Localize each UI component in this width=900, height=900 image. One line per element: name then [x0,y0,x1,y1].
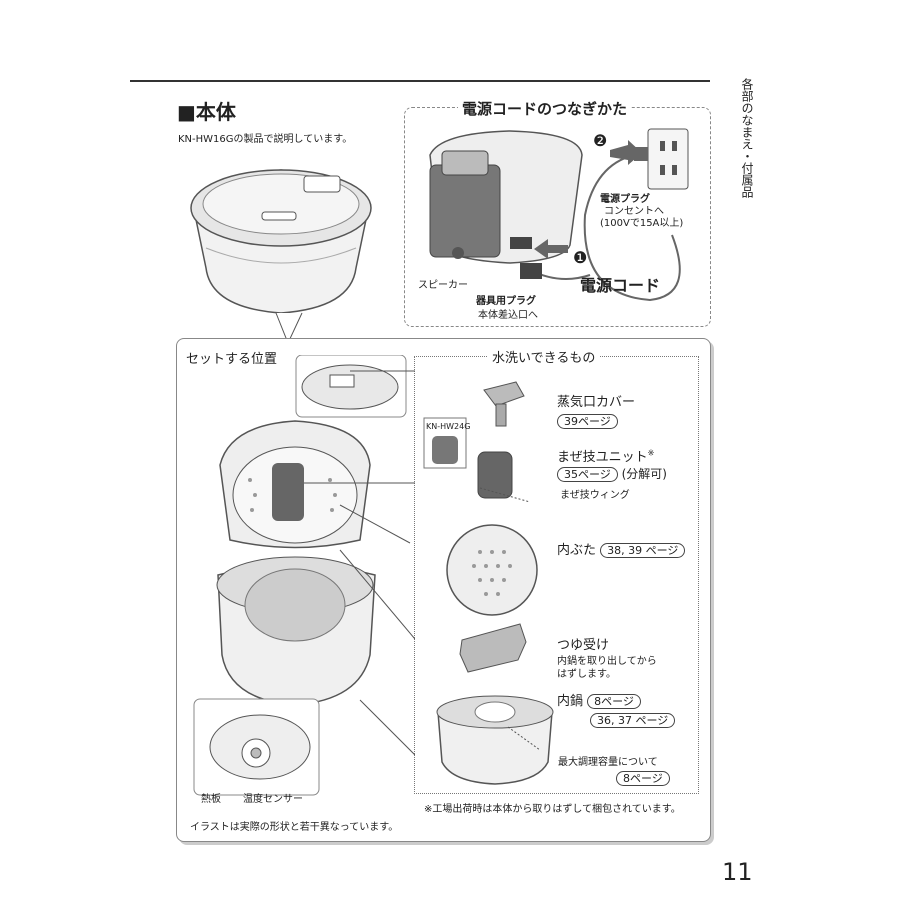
mixing-wing-label: まぜ技ウィング [560,490,630,501]
max-capacity-label: 最大調理容量について [558,757,658,768]
drip-tray-note-1: 内鍋を取り出してから [557,656,657,667]
temp-sensor-label: 温度センサー [243,794,303,805]
section-subtitle: KN-HW16Gの製品で説明しています。 [178,134,353,145]
drip-tray-note-2: はずします。 [557,669,616,680]
inner-pot-label: 内鍋 8ページ [557,690,641,709]
step-1-mark: ❶ [573,248,588,267]
header-rule [130,80,710,82]
speaker-label: スピーカー [418,280,468,291]
mixing-unit-page: 35ページ (分解可) [557,465,667,482]
inner-pot-page-2: 36, 37 ページ [590,709,676,728]
set-position-title: セットする位置 [186,352,278,367]
factory-footnote: ※工場出荷時は本体から取りはずして梱包されています。 [424,804,681,815]
steam-cap-page: 39ページ [557,410,618,429]
heat-plate-label: 熱板 [201,794,221,805]
plug-label: 電源プラグ [600,194,650,205]
section-title: ■本体 [177,100,236,124]
washable-title: 水洗いできるもの [488,347,600,366]
open-cooker-illustration [193,355,415,796]
appliance-plug-note: 本体差込口へ [478,310,538,321]
illustration-note: イラストは実際の形状と若干異なっています。 [190,822,399,833]
step-2-mark: ❷ [593,131,608,150]
plug-note-1: コンセントへ [604,206,664,217]
mixing-unit-label: まぜ技ユニット※ [557,448,655,465]
section-side-tab: 各部のなまえ・付属品 [740,78,754,198]
plug-note-2: (100Vで15A以上) [600,218,684,229]
drip-tray-label: つゆ受け [557,638,610,653]
cord-label: 電源コード [580,276,661,295]
cooker-main-illustration [190,169,372,345]
max-capacity-page: 8ページ [616,767,670,786]
washable-parts-illustration [423,381,554,785]
power-cord-title: 電源コードのつなぎかた [458,98,632,119]
appliance-plug-label: 器具用プラグ [476,296,536,307]
model-tag: KN-HW24G [426,422,471,431]
power-cord-illustration [429,128,689,302]
steam-cap-label: 蒸気口カバー [557,395,636,410]
page-number: 11 [722,858,753,886]
inner-lid-label: 内ぶた 38, 39 ページ [557,539,686,558]
